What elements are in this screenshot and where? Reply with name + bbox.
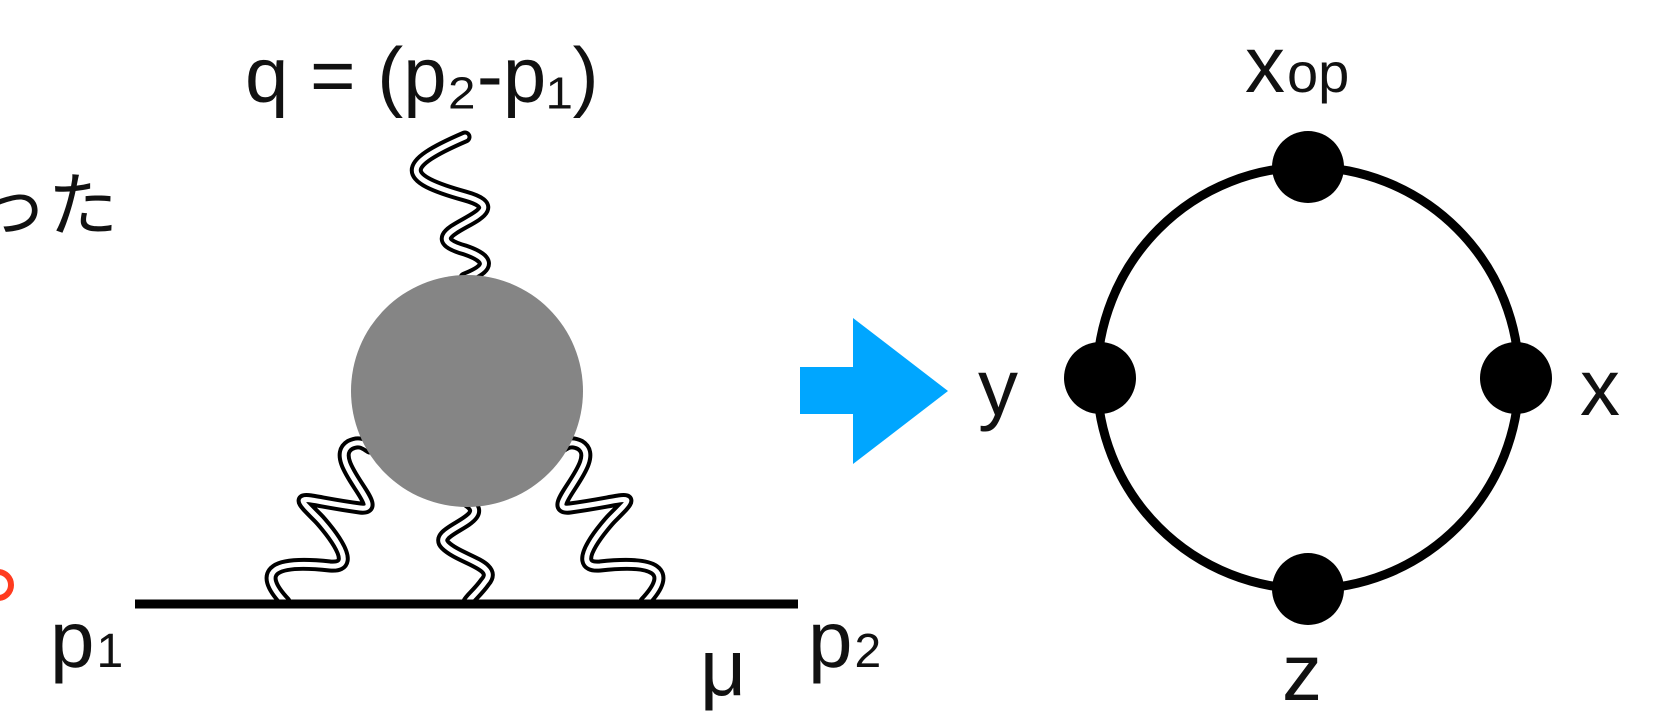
- vertex-bottom: [1272, 553, 1344, 625]
- incoming-momentum-label: p1: [50, 595, 123, 684]
- vertex-left-label: y: [978, 343, 1018, 432]
- vertex-top-label: xop: [1245, 20, 1349, 109]
- momentum-transfer-label: q = (p₂-p₁): [245, 31, 599, 119]
- muon-label: μ: [700, 623, 746, 712]
- vertex-right-label: x: [1580, 343, 1620, 432]
- vertex-left: [1064, 342, 1136, 414]
- internal-photon-right-inner: [557, 440, 662, 605]
- feynman-diagram: q = (p₂-p₁) った p1 p2 μ: [0, 31, 881, 712]
- vertex-loop-diagram: xop y x z: [978, 20, 1620, 715]
- right-arrow-icon: [800, 318, 948, 464]
- japanese-text-fragment: った: [0, 165, 118, 247]
- vertex-right: [1480, 342, 1552, 414]
- outgoing-momentum-label: p2: [808, 595, 881, 684]
- internal-photon-left-inner: [268, 440, 373, 605]
- hadronic-blob: [351, 275, 583, 507]
- red-circle-fragment: [0, 569, 14, 601]
- loop-circle: [1092, 162, 1524, 594]
- vertex-top: [1272, 131, 1344, 203]
- internal-photon-middle-inner: [440, 499, 491, 605]
- vertex-bottom-label: z: [1282, 628, 1322, 715]
- external-photon-line-inner: [414, 134, 487, 281]
